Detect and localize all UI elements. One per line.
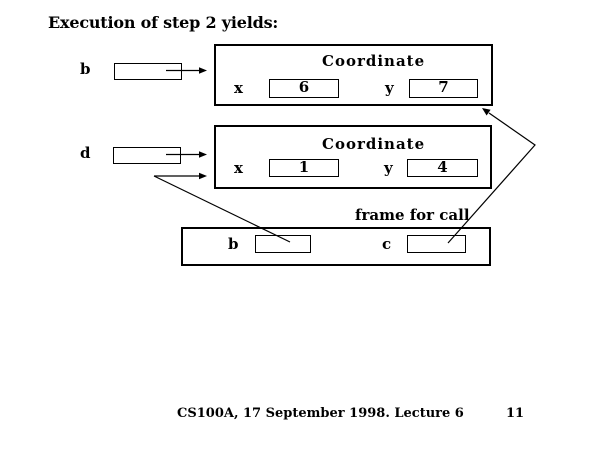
coordinate-object-2-field-y-label: y xyxy=(384,159,393,177)
coordinate-object-1-field-x-label: x xyxy=(234,79,243,97)
coordinate-object-1: Coordinate x 6 y 7 xyxy=(214,44,493,106)
frame-variable-b-label: b xyxy=(228,235,239,253)
variable-b-label: b xyxy=(80,60,91,78)
coordinate-object-2-field-x-label: x xyxy=(234,159,243,177)
frame-for-call-label: frame for call xyxy=(355,206,470,224)
coordinate-object-2-field-x-value: 1 xyxy=(269,159,339,177)
footer-course-text: CS100A, 17 September 1998. Lecture 6 xyxy=(177,406,464,421)
coordinate-object-2: Coordinate x 1 y 4 xyxy=(214,125,492,189)
coordinate-object-1-class-name: Coordinate xyxy=(322,52,426,70)
footer-page-number: 11 xyxy=(506,406,525,421)
coordinate-object-1-field-y-value: 7 xyxy=(409,79,478,98)
coordinate-object-2-class-name: Coordinate xyxy=(322,135,426,153)
frame-variable-c-label: c xyxy=(382,235,392,253)
coordinate-object-1-field-x-value: 6 xyxy=(269,79,339,98)
slide-title: Execution of step 2 yields: xyxy=(48,13,279,32)
frame-for-call-box: b c xyxy=(181,227,491,266)
variable-b-pointer-cell xyxy=(114,63,182,80)
frame-variable-c-pointer-cell xyxy=(407,235,466,253)
coordinate-object-2-field-y-value: 4 xyxy=(407,159,478,177)
variable-d-label: d xyxy=(80,144,91,162)
coordinate-object-1-field-y-label: y xyxy=(385,79,394,97)
frame-variable-b-pointer-cell xyxy=(255,235,311,253)
variable-d-pointer-cell xyxy=(113,147,181,164)
